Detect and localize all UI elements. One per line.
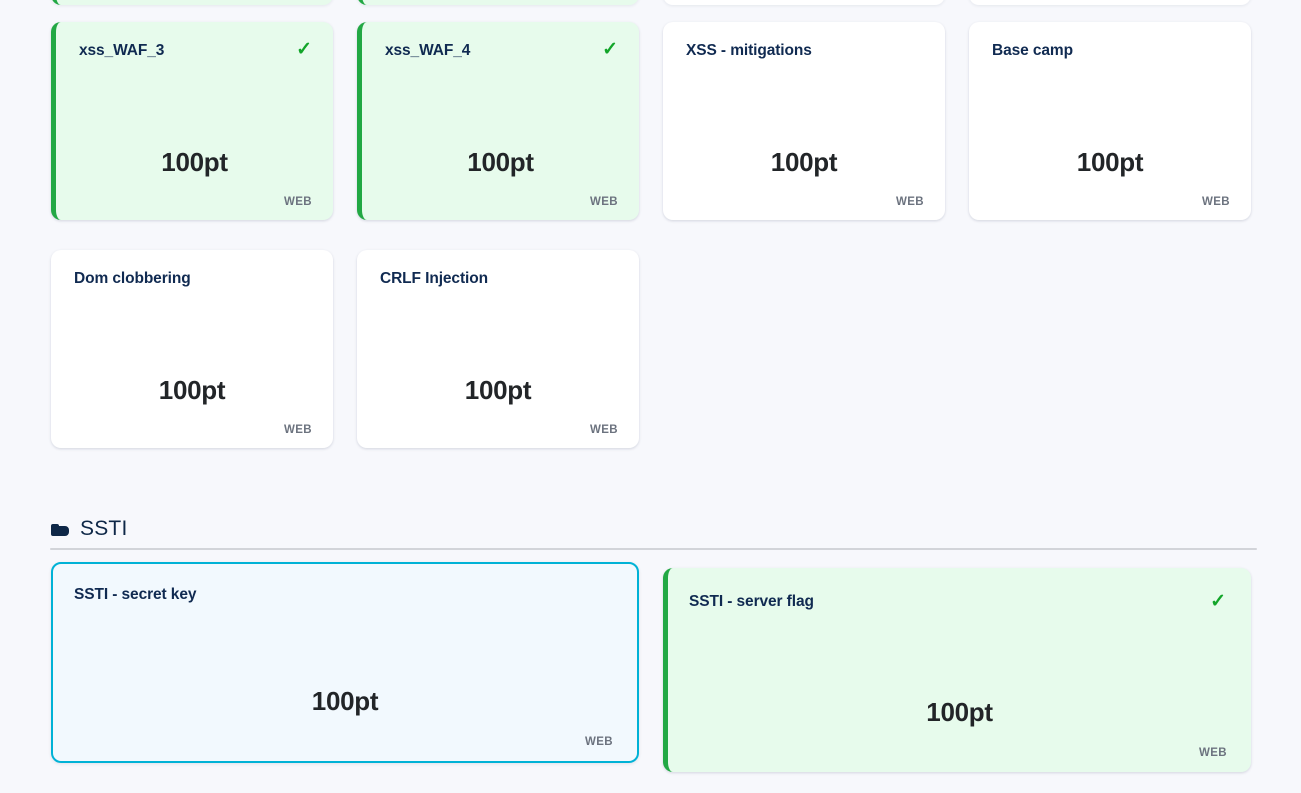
card-points: 100pt bbox=[770, 147, 838, 177]
card-body: XSS - mitigations 100pt WEB bbox=[663, 22, 945, 220]
solved-check-icon: ✓ bbox=[1210, 591, 1226, 612]
card-body: xss_WAF_3 ✓ 100pt WEB bbox=[56, 22, 333, 220]
card-points: 100pt bbox=[464, 375, 532, 405]
card-category: WEB bbox=[1198, 747, 1227, 759]
card-title: SSTI - server flag bbox=[689, 593, 814, 610]
card-title: Dom clobbering bbox=[74, 270, 191, 287]
card-category: WEB bbox=[584, 736, 613, 748]
card-points: 100pt bbox=[467, 147, 534, 177]
challenge-card-crlf-injection[interactable]: CRLF Injection 100pt WEB bbox=[357, 250, 639, 448]
card-body: SSTI - server flag ✓ 100pt WEB bbox=[668, 568, 1251, 772]
card-title: Base camp bbox=[992, 42, 1073, 59]
challenge-card-peek[interactable] bbox=[969, 0, 1251, 5]
card-category: WEB bbox=[283, 196, 312, 208]
card-category: WEB bbox=[895, 196, 924, 208]
challenge-card-xss-waf-3[interactable]: xss_WAF_3 ✓ 100pt WEB bbox=[51, 22, 333, 220]
card-category: WEB bbox=[589, 196, 618, 208]
challenge-card-ssti-secret-key[interactable]: SSTI - secret key 100pt WEB bbox=[51, 562, 639, 763]
card-category: WEB bbox=[283, 424, 312, 436]
card-points: 100pt bbox=[1076, 147, 1144, 177]
card-body: SSTI - secret key 100pt WEB bbox=[53, 564, 637, 761]
card-points: 100pt bbox=[311, 686, 379, 716]
challenge-card-xss-waf-4[interactable]: xss_WAF_4 ✓ 100pt WEB bbox=[357, 22, 639, 220]
card-body: CRLF Injection 100pt WEB bbox=[357, 250, 639, 448]
card-title: XSS - mitigations bbox=[686, 42, 812, 59]
challenge-card-base-camp[interactable]: Base camp 100pt WEB bbox=[969, 22, 1251, 220]
challenge-card-peek[interactable] bbox=[663, 0, 945, 5]
card-title: CRLF Injection bbox=[380, 270, 488, 287]
folder-icon bbox=[51, 522, 70, 537]
solved-check-icon: ✓ bbox=[602, 39, 618, 60]
card-category: WEB bbox=[1201, 196, 1230, 208]
section-divider bbox=[50, 548, 1257, 550]
card-category: WEB bbox=[589, 424, 618, 436]
card-points: 100pt bbox=[161, 147, 228, 177]
card-title: xss_WAF_4 bbox=[385, 42, 471, 59]
card-title: SSTI - secret key bbox=[74, 586, 197, 603]
card-body: Base camp 100pt WEB bbox=[969, 22, 1251, 220]
section-head: SSTI bbox=[51, 514, 1257, 544]
section-ssti-header: SSTI bbox=[51, 514, 1257, 544]
challenge-card-peek[interactable] bbox=[51, 0, 333, 5]
section-title: SSTI bbox=[80, 517, 128, 540]
challenge-card-ssti-server-flag[interactable]: SSTI - server flag ✓ 100pt WEB bbox=[663, 568, 1251, 772]
card-body: xss_WAF_4 ✓ 100pt WEB bbox=[362, 22, 639, 220]
challenge-card-peek[interactable] bbox=[357, 0, 639, 5]
card-title: xss_WAF_3 bbox=[79, 42, 165, 59]
solved-check-icon: ✓ bbox=[296, 39, 312, 60]
card-points: 100pt bbox=[158, 375, 226, 405]
challenge-card-dom-clobbering[interactable]: Dom clobbering 100pt WEB bbox=[51, 250, 333, 448]
card-body: Dom clobbering 100pt WEB bbox=[51, 250, 333, 448]
card-points: 100pt bbox=[926, 697, 993, 727]
challenge-card-xss-mitigations[interactable]: XSS - mitigations 100pt WEB bbox=[663, 22, 945, 220]
